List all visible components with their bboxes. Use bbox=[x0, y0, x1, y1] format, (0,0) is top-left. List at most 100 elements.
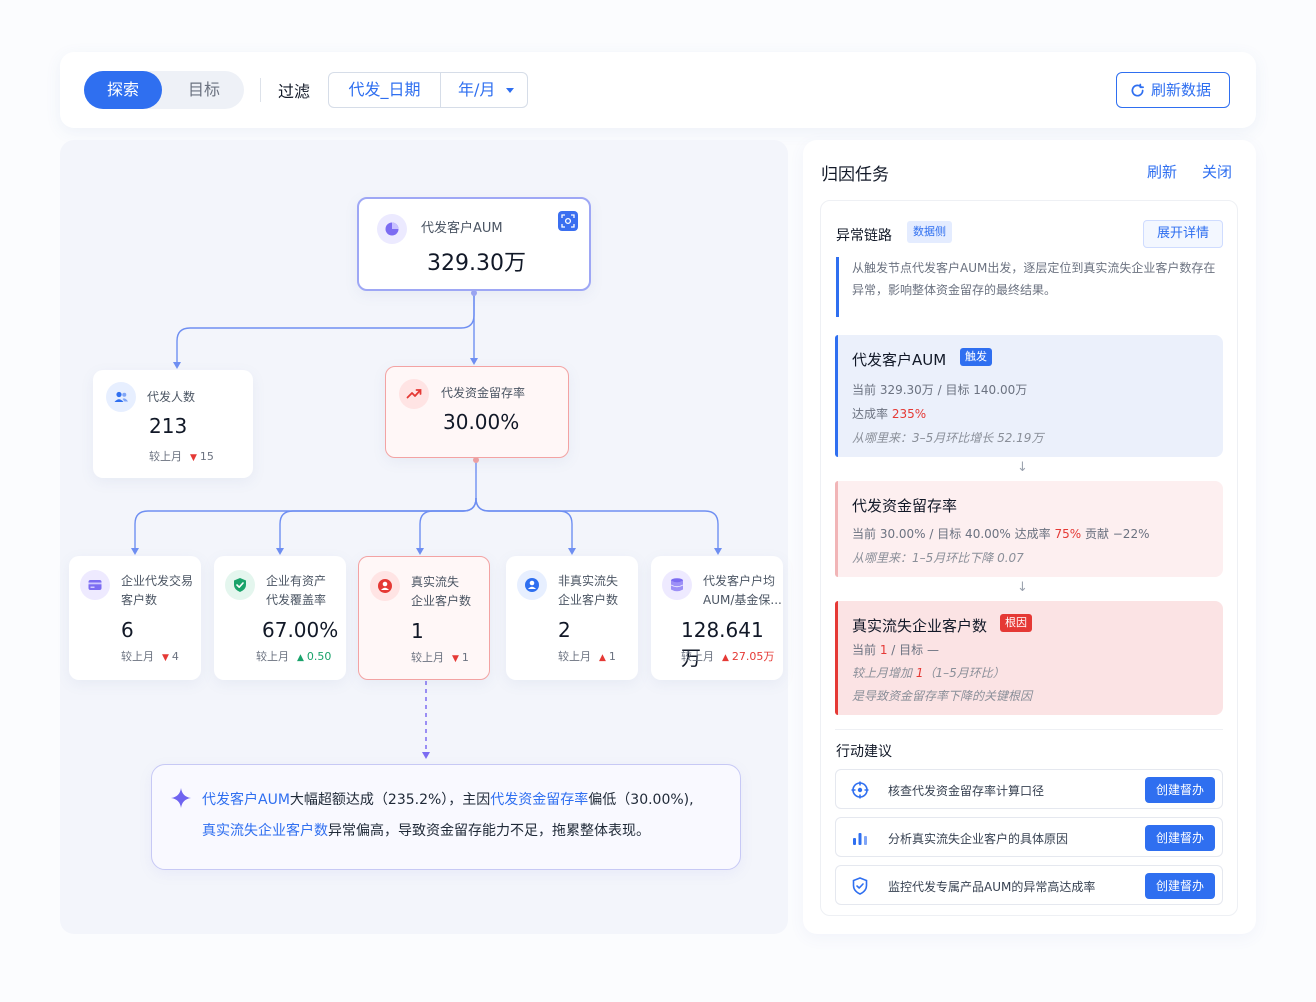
node-label: 企业代发交易客户数 bbox=[121, 574, 194, 607]
panel-refresh-link[interactable]: 刷新 bbox=[1147, 163, 1178, 181]
insight-line-2: 真实流失企业客户数异常偏高，导致资金留存能力不足，拖累整体表现。 bbox=[202, 823, 650, 839]
up-triangle-icon: ▲ bbox=[297, 653, 304, 663]
trend-up-icon bbox=[399, 379, 429, 409]
card-icon bbox=[80, 570, 110, 600]
insight-card: 代发客户AUM大幅超额达成（235.2%），主因代发资金留存率偏低（30.00%… bbox=[151, 764, 741, 870]
step-title: 真实流失企业客户数 bbox=[852, 617, 988, 635]
crosshair-icon bbox=[851, 781, 869, 799]
step-title: 代发资金留存率 bbox=[852, 497, 958, 515]
attribution-panel: 归因任务 刷新 关闭 异常链路 数据侧 展开详情 从触发节点代发客户AUM出发，… bbox=[803, 140, 1256, 934]
panel-content: 异常链路 数据侧 展开详情 从触发节点代发客户AUM出发，逐层定位到真实流失企业… bbox=[820, 200, 1238, 916]
refresh-icon bbox=[1131, 83, 1144, 97]
up-triangle-icon: ▲ bbox=[599, 653, 606, 663]
node-compare: 较上月▲1 bbox=[558, 650, 616, 663]
node-aum-value: 329.30万 bbox=[427, 251, 526, 276]
panel-title: 归因任务 bbox=[821, 165, 889, 185]
arrow-down-icon: ↓ bbox=[1017, 580, 1028, 595]
chain-description: 从触发节点代发客户AUM出发，逐层定位到真实流失企业客户数存在异常，影响整体资金… bbox=[836, 257, 1224, 317]
database-icon bbox=[662, 570, 692, 600]
node-value: 1 bbox=[411, 619, 424, 643]
node-compare: 较上月▲0.50 bbox=[256, 650, 332, 663]
node-non-real-churn[interactable]: 非真实流失企业客户数 2 较上月▲1 bbox=[506, 556, 638, 680]
user-alert-icon bbox=[370, 571, 400, 601]
step-line: 较上月增加 1（1–5月环比） bbox=[852, 666, 1005, 680]
tree-connectors bbox=[131, 290, 722, 759]
chain-step-root-cause[interactable]: 真实流失企业客户数 根因 当前 1 / 目标 — 较上月增加 1（1–5月环比）… bbox=[835, 601, 1223, 715]
step-source: 是导致资金留存率下降的关键根因 bbox=[852, 689, 1033, 703]
toolbar: 探索 目标 过滤 代发_日期 年/月 刷新数据 bbox=[60, 52, 1256, 128]
action-text: 核查代发资金留存率计算口径 bbox=[888, 784, 1045, 798]
period-select-label: 年/月 bbox=[458, 80, 496, 99]
action-item: 核查代发资金留存率计算口径 创建督办 bbox=[835, 769, 1223, 809]
actions-title: 行动建议 bbox=[836, 744, 892, 760]
node-payroll-clients[interactable]: 企业代发交易客户数 6 较上月▼4 bbox=[69, 556, 201, 680]
node-label: 企业有资产代发覆盖率 bbox=[266, 574, 327, 607]
filter-control: 代发_日期 年/月 bbox=[328, 72, 528, 108]
node-coverage-rate[interactable]: 企业有资产代发覆盖率 67.00% 较上月▲0.50 bbox=[214, 556, 346, 680]
pie-chart-icon bbox=[377, 214, 407, 244]
node-value: 128.641万 bbox=[681, 618, 764, 670]
action-item: 分析真实流失企业客户的具体原因 创建督办 bbox=[835, 817, 1223, 857]
period-select[interactable]: 年/月 bbox=[442, 73, 528, 107]
trigger-badge: 触发 bbox=[960, 348, 992, 366]
up-triangle-icon: ▲ bbox=[722, 653, 729, 663]
step-line: 当前 329.30万 / 目标 140.00万 bbox=[852, 383, 1028, 397]
node-headcount[interactable]: 代发人数 213 较上月▼15 bbox=[93, 370, 253, 478]
refresh-data-button[interactable]: 刷新数据 bbox=[1116, 72, 1230, 108]
node-compare: 较上月▲27.05万 bbox=[681, 650, 775, 663]
node-value: 67.00% bbox=[262, 618, 339, 642]
chain-step-trigger[interactable]: 代发客户AUM 触发 当前 329.30万 / 目标 140.00万 达成率 2… bbox=[835, 335, 1223, 457]
step-line: 当前 30.00% / 目标 40.00% 达成率 75% 贡献 −22% bbox=[852, 527, 1150, 541]
chain-step-retention[interactable]: 代发资金留存率 当前 30.00% / 目标 40.00% 达成率 75% 贡献… bbox=[835, 481, 1223, 577]
node-label: 非真实流失企业客户数 bbox=[558, 574, 619, 607]
create-task-button[interactable]: 创建督办 bbox=[1145, 825, 1215, 851]
create-task-button[interactable]: 创建督办 bbox=[1145, 777, 1215, 803]
action-text: 监控代发专属产品AUM的异常高达成率 bbox=[888, 880, 1096, 894]
tab-target[interactable]: 目标 bbox=[187, 80, 220, 99]
node-retention[interactable]: 代发资金留存率 30.00% bbox=[385, 366, 569, 458]
node-compare: 较上月▼4 bbox=[121, 650, 179, 663]
node-headcount-label: 代发人数 bbox=[147, 390, 196, 404]
refresh-data-label: 刷新数据 bbox=[1151, 81, 1212, 99]
insight-line-1: 代发客户AUM大幅超额达成（235.2%），主因代发资金留存率偏低（30.00%… bbox=[202, 792, 694, 808]
action-item: 监控代发专属产品AUM的异常高达成率 创建督办 bbox=[835, 865, 1223, 905]
node-retention-value: 30.00% bbox=[443, 410, 520, 434]
node-real-churn[interactable]: 真实流失企业客户数 1 较上月▼1 bbox=[358, 556, 490, 680]
step-line: 达成率 235% bbox=[852, 407, 927, 421]
chain-tag: 数据侧 bbox=[907, 221, 952, 243]
mode-switch: 探索 目标 bbox=[84, 71, 244, 109]
chain-title: 异常链路 bbox=[836, 228, 892, 244]
node-retention-label: 代发资金留存率 bbox=[441, 386, 526, 400]
node-compare: 较上月▼1 bbox=[411, 651, 469, 664]
filter-field-button[interactable]: 代发_日期 bbox=[329, 73, 441, 107]
filter-label: 过滤 bbox=[278, 82, 311, 101]
divider bbox=[835, 729, 1223, 730]
sparkle-icon bbox=[171, 788, 191, 808]
bar-chart-icon bbox=[853, 833, 867, 845]
root-cause-badge: 根因 bbox=[1000, 614, 1032, 632]
node-aum[interactable]: 代发客户AUM 329.30万 bbox=[357, 197, 591, 291]
chevron-down-icon bbox=[506, 88, 514, 93]
shield-check-icon bbox=[225, 570, 255, 600]
step-source: 从哪里来：3–5月环比增长 52.19万 bbox=[852, 431, 1044, 445]
scan-icon bbox=[561, 214, 575, 228]
expand-details-button[interactable]: 展开详情 bbox=[1143, 220, 1223, 248]
down-triangle-icon: ▼ bbox=[190, 453, 197, 463]
drill-button[interactable] bbox=[558, 211, 578, 231]
node-value: 2 bbox=[558, 618, 571, 642]
tab-explore[interactable]: 探索 bbox=[84, 71, 162, 109]
create-task-button[interactable]: 创建督办 bbox=[1145, 873, 1215, 899]
panel-close-link[interactable]: 关闭 bbox=[1202, 163, 1233, 181]
node-value: 6 bbox=[121, 618, 134, 642]
node-label: 真实流失企业客户数 bbox=[411, 575, 472, 608]
shield-icon bbox=[852, 877, 868, 895]
attribution-canvas: 代发客户AUM 329.30万 代发人数 213 较上月▼15 代发资金留存率 … bbox=[60, 140, 788, 934]
user-icon bbox=[517, 570, 547, 600]
arrow-down-icon: ↓ bbox=[1017, 460, 1028, 475]
action-text: 分析真实流失企业客户的具体原因 bbox=[888, 832, 1069, 846]
node-headcount-value: 213 bbox=[149, 414, 188, 438]
step-title: 代发客户AUM bbox=[852, 351, 947, 369]
down-triangle-icon: ▼ bbox=[162, 653, 169, 663]
